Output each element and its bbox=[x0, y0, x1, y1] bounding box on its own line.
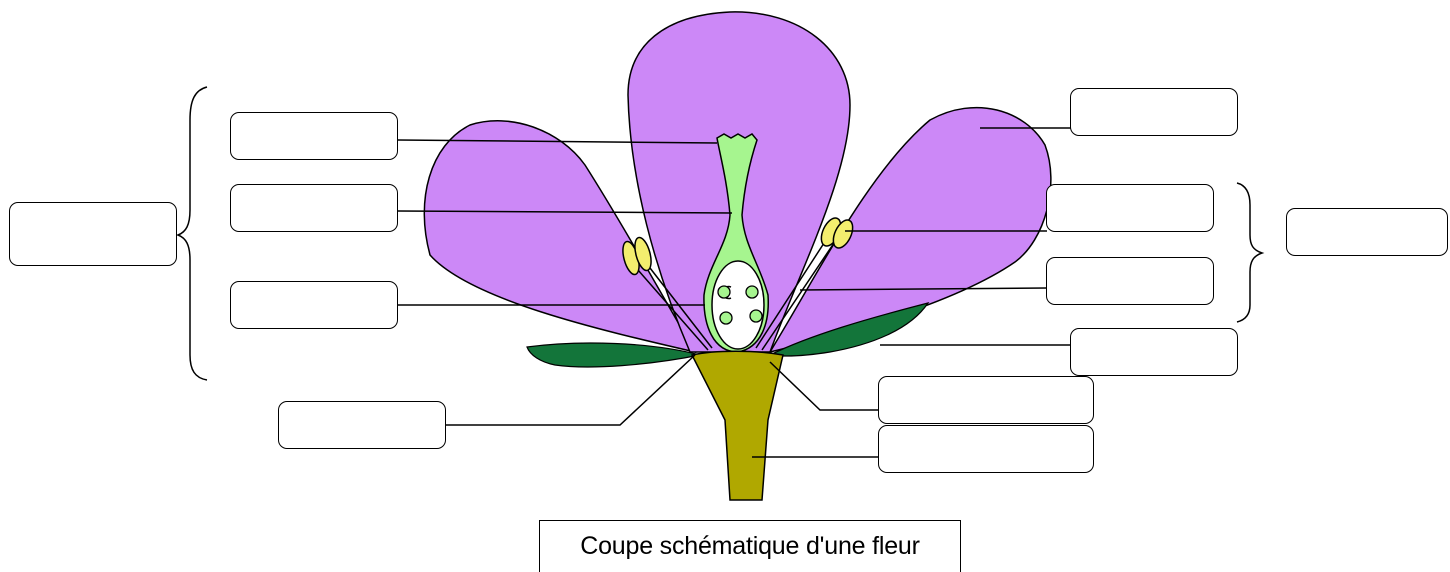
leader-receptacle bbox=[770, 362, 880, 410]
diagram-caption: Coupe schématique d'une fleur bbox=[539, 520, 961, 572]
label-box-stigmate[interactable] bbox=[230, 112, 398, 160]
label-box-anthere[interactable] bbox=[1046, 184, 1214, 232]
label-box-petale[interactable] bbox=[1070, 88, 1238, 136]
label-box-pedoncule[interactable] bbox=[878, 425, 1094, 473]
label-box-style[interactable] bbox=[230, 184, 398, 232]
label-box-pistil[interactable] bbox=[9, 202, 177, 266]
ovary-cavity bbox=[712, 261, 764, 349]
left-brace bbox=[178, 87, 207, 380]
right-brace bbox=[1237, 183, 1262, 322]
label-box-sepale-droit[interactable] bbox=[1070, 328, 1238, 376]
label-box-sepale[interactable] bbox=[278, 401, 446, 449]
label-box-ovule[interactable] bbox=[230, 281, 398, 329]
label-box-etamine[interactable] bbox=[1286, 208, 1448, 256]
label-box-filet[interactable] bbox=[1046, 257, 1214, 305]
label-box-receptacle[interactable] bbox=[878, 376, 1094, 424]
receptacle-stem bbox=[692, 351, 783, 500]
